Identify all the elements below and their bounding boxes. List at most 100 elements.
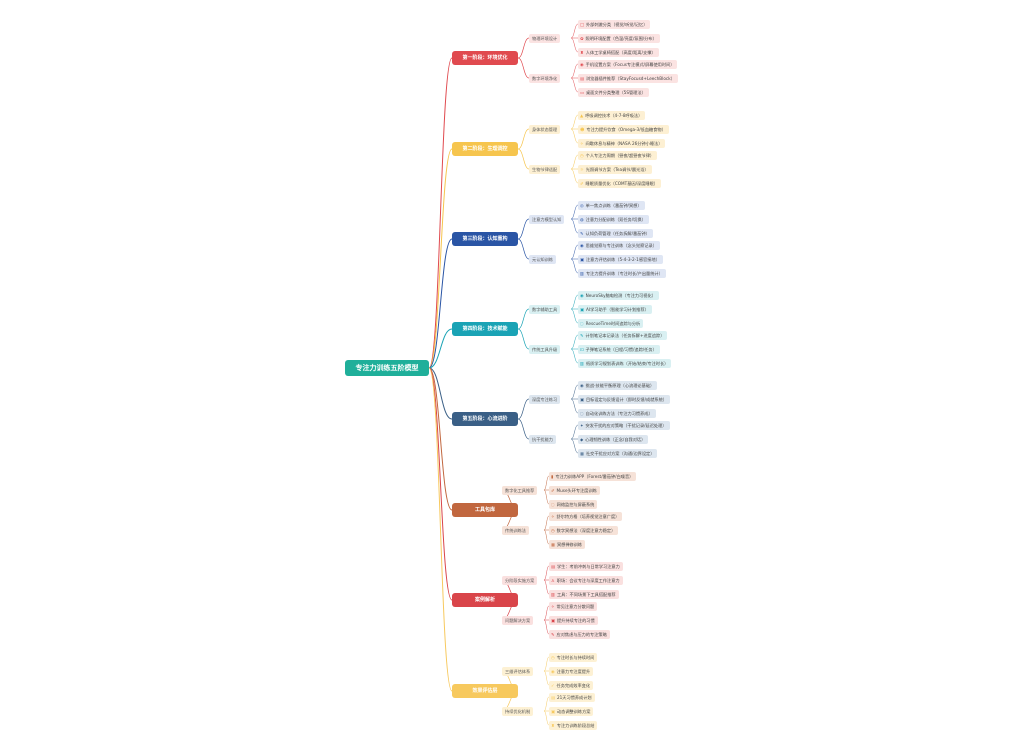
leaf-topic[interactable]: ♜专注力训练阶段总结 bbox=[549, 720, 598, 730]
topic-icon: ▤ bbox=[551, 694, 555, 700]
topic-icon: ♜ bbox=[551, 722, 555, 728]
leaf-topic[interactable]: ✧常见注意力分散问题 bbox=[549, 601, 598, 611]
subtopic[interactable]: 数字辅助工具 bbox=[529, 304, 561, 314]
leaf-topic[interactable]: ♙职场：会议专注与深度工作注意力 bbox=[549, 575, 623, 585]
subtopic[interactable]: 传统训练法 bbox=[502, 525, 529, 535]
leaf-label: 个人专注力周期（昼夜/超昼夜节律） bbox=[585, 152, 655, 158]
leaf-topic[interactable]: ◉注意力专注度提升 bbox=[549, 666, 594, 676]
stage-connector bbox=[428, 367, 453, 601]
leaf-topic[interactable]: ▲呼吸调控技术（4-7-8呼吸法） bbox=[578, 110, 646, 120]
leaf-topic[interactable]: ▮专注力训练APP（Forest/番茄钟/白噪音） bbox=[549, 471, 637, 481]
root-topic[interactable]: 专注力训练五阶模型 bbox=[345, 360, 429, 376]
leaf-connector bbox=[543, 696, 550, 712]
leaf-topic[interactable]: ◎单一焦点训练（番茄钟/冥想） bbox=[578, 200, 645, 210]
topic-icon: ✎ bbox=[580, 230, 584, 236]
leaf-topic[interactable]: ◍注意力分配训练（双任务/切换） bbox=[578, 214, 649, 224]
leaf-topic[interactable]: ▣提升持续专注的习惯 bbox=[549, 615, 598, 625]
topic-icon: ✎ bbox=[551, 631, 555, 637]
stage-topic[interactable]: 案例解析 bbox=[452, 593, 518, 607]
leaf-connector bbox=[570, 348, 579, 364]
leaf-topic[interactable]: ✦突发干扰的应对策略（干扰记录/延迟处理） bbox=[578, 420, 670, 430]
leaf-topic[interactable]: ▦社交干扰应对方案（沟通/边界设定） bbox=[578, 448, 658, 458]
leaf-connector bbox=[570, 63, 579, 79]
leaf-topic[interactable]: ▣动态调整训练方案 bbox=[549, 706, 594, 716]
leaf-topic[interactable]: ◌网络监控与屏蔽系统 bbox=[549, 499, 598, 509]
stage-topic[interactable]: 第三阶段：认知重构 bbox=[452, 232, 518, 246]
leaf-topic[interactable]: ▭桌面文件分类整理（5S管理法） bbox=[578, 87, 649, 97]
leaf-topic[interactable]: ◷个人专注力周期（昼夜/超昼夜节律） bbox=[578, 150, 658, 160]
leaf-topic[interactable]: ▣AI学习助手（智能学习计划推荐） bbox=[578, 304, 652, 314]
group-connector bbox=[517, 128, 530, 150]
topic-icon: ✧ bbox=[580, 140, 584, 146]
subtopic[interactable]: 数字环境净化 bbox=[529, 73, 561, 83]
subtopic[interactable]: 生物节律适配 bbox=[529, 164, 561, 174]
leaf-topic[interactable]: ✎认知负荷管理（任务拆解/番茄钟） bbox=[578, 228, 653, 238]
stage-topic[interactable]: 第二阶段：生理调控 bbox=[452, 142, 518, 156]
leaf-topic[interactable]: ◌RescueTime时间追踪与分析 bbox=[578, 318, 644, 328]
leaf-connector bbox=[570, 218, 579, 234]
leaf-topic[interactable]: ▤21天习惯养成计划 bbox=[549, 692, 595, 702]
topic-icon: ◌ bbox=[580, 410, 584, 416]
leaf-connector bbox=[570, 398, 579, 414]
subtopic[interactable]: 持续优化机制 bbox=[502, 706, 534, 716]
leaf-topic[interactable]: ◷专注时长与持续时间 bbox=[549, 652, 598, 662]
leaf-topic[interactable]: ◉思维觉察与专注训练（念头觉察记录） bbox=[578, 240, 660, 250]
subtopic[interactable]: 物理环境设计 bbox=[529, 33, 561, 43]
leaf-topic[interactable]: ✿照明环境配置（色温/亮度/氛围/分布） bbox=[578, 33, 660, 43]
subtopic[interactable]: 传统工具升级 bbox=[529, 344, 561, 354]
subtopic[interactable]: 数字化工具推荐 bbox=[502, 485, 538, 495]
group-connector bbox=[517, 37, 530, 59]
subtopic[interactable]: 元认知训练 bbox=[529, 254, 556, 264]
leaf-topic[interactable]: ✧舒尔特方格（培养视觉注意广度） bbox=[549, 511, 623, 521]
leaf-topic[interactable]: ☻专注力提升饮食（Omega-3/低血糖食物） bbox=[578, 124, 669, 134]
leaf-topic[interactable]: ▤浏览器插件推荐（StayFocusd+LeechBlock） bbox=[578, 73, 678, 83]
topic-icon: ✧ bbox=[551, 603, 555, 609]
topic-icon: ◌ bbox=[580, 320, 584, 326]
leaf-topic[interactable]: ◉手机设置方案（Focus专注模式/屏幕使用时间） bbox=[578, 59, 678, 69]
leaf-topic[interactable]: ▦冥想禅修训练 bbox=[549, 539, 586, 549]
leaf-topic[interactable]: ☼光照调节方案（Tea调节/晨光浴） bbox=[578, 164, 652, 174]
subtopic[interactable]: 深度专注练习 bbox=[529, 394, 561, 404]
leaf-connector bbox=[570, 37, 579, 53]
leaf-topic[interactable]: ✎应对焦虑与压力的专注策略 bbox=[549, 629, 610, 639]
leaf-topic[interactable]: ✎计划笔记本记录法（任务拆解+进度追踪） bbox=[578, 330, 668, 340]
subtopic[interactable]: 问题解决方案 bbox=[502, 615, 534, 625]
leaf-topic[interactable]: ▣目标设定与反馈设计（即时反馈/成就系统） bbox=[578, 394, 670, 404]
stage-connector bbox=[428, 328, 453, 369]
subtopic[interactable]: 分阶段实施方案 bbox=[502, 575, 538, 585]
stage-topic[interactable]: 工具包库 bbox=[452, 503, 518, 517]
leaf-topic[interactable]: ◌自动化训练方法（专注力习惯养成） bbox=[578, 408, 656, 418]
leaf-topic[interactable]: ▣注意力评估训练（5-4-3-2-1感官接地） bbox=[578, 254, 663, 264]
leaf-topic[interactable]: ✧间歇休息与精神（NASA 26分钟小睡法） bbox=[578, 138, 666, 148]
leaf-topic[interactable]: ✐睡眠质量优化（COMT基因/深度睡眠） bbox=[578, 178, 661, 188]
stage-topic[interactable]: 第五阶段：心流进阶 bbox=[452, 412, 518, 426]
stage-topic[interactable]: 第一阶段：环境优化 bbox=[452, 51, 518, 65]
leaf-topic[interactable]: ▥专注力提升训练（专注时长/产出量统计） bbox=[578, 268, 666, 278]
leaf-topic[interactable]: ◷数字冥想法（深度注意力稳定） bbox=[549, 525, 619, 535]
stage-topic[interactable]: 效果评估层 bbox=[452, 684, 518, 698]
leaf-topic[interactable]: □外部刺激分类（视觉/听觉/记忆） bbox=[578, 19, 651, 29]
leaf-label: 常见注意力分散问题 bbox=[556, 603, 595, 609]
subtopic[interactable]: 抗干扰能力 bbox=[529, 434, 556, 444]
leaf-topic[interactable]: ◉NeuroSky脑电检测（专注力可视化） bbox=[578, 290, 659, 300]
leaf-topic[interactable]: ✐Muse头环专注度训练 bbox=[549, 485, 600, 495]
subtopic[interactable]: 注意力模型认知 bbox=[529, 214, 565, 224]
leaf-label: 注意力分配训练（双任务/切换） bbox=[585, 216, 646, 222]
subtopic[interactable]: 三维评估体系 bbox=[502, 666, 534, 676]
subtopic[interactable]: 身体状态管理 bbox=[529, 124, 561, 134]
leaf-label: 学生：考前冲刺与日常学习注意力 bbox=[556, 563, 620, 569]
leaf-topic[interactable]: ▤学生：考前冲刺与日常学习注意力 bbox=[549, 561, 623, 571]
leaf-topic[interactable]: ◆心理韧性训练（正念/自我对话） bbox=[578, 434, 649, 444]
topic-icon: ✧ bbox=[551, 513, 555, 519]
leaf-topic[interactable]: ◉挑战-技能平衡原理（心流理论基础） bbox=[578, 380, 658, 390]
leaf-topic[interactable]: ✓任务完成效率变化 bbox=[549, 680, 594, 690]
stage-topic[interactable]: 第四阶段：技术赋能 bbox=[452, 322, 518, 336]
leaf-topic[interactable]: ▥工具：不同场景下工具搭配推荐 bbox=[549, 589, 619, 599]
stage-connector bbox=[428, 367, 453, 692]
leaf-connector bbox=[543, 475, 550, 491]
leaf-label: 专注力训练APP（Forest/番茄钟/白噪音） bbox=[555, 473, 634, 479]
leaf-topic[interactable]: ▥纸质学习规划表训练（开始/结束/专注时长） bbox=[578, 358, 672, 368]
leaf-topic[interactable]: ⊡子弹笔记系统（日程/习惯/追踪/任务） bbox=[578, 344, 660, 354]
topic-icon: ⊡ bbox=[580, 346, 584, 352]
leaf-topic[interactable]: ♜人体工学桌椅搭配（高度/距离/支撑） bbox=[578, 47, 659, 57]
